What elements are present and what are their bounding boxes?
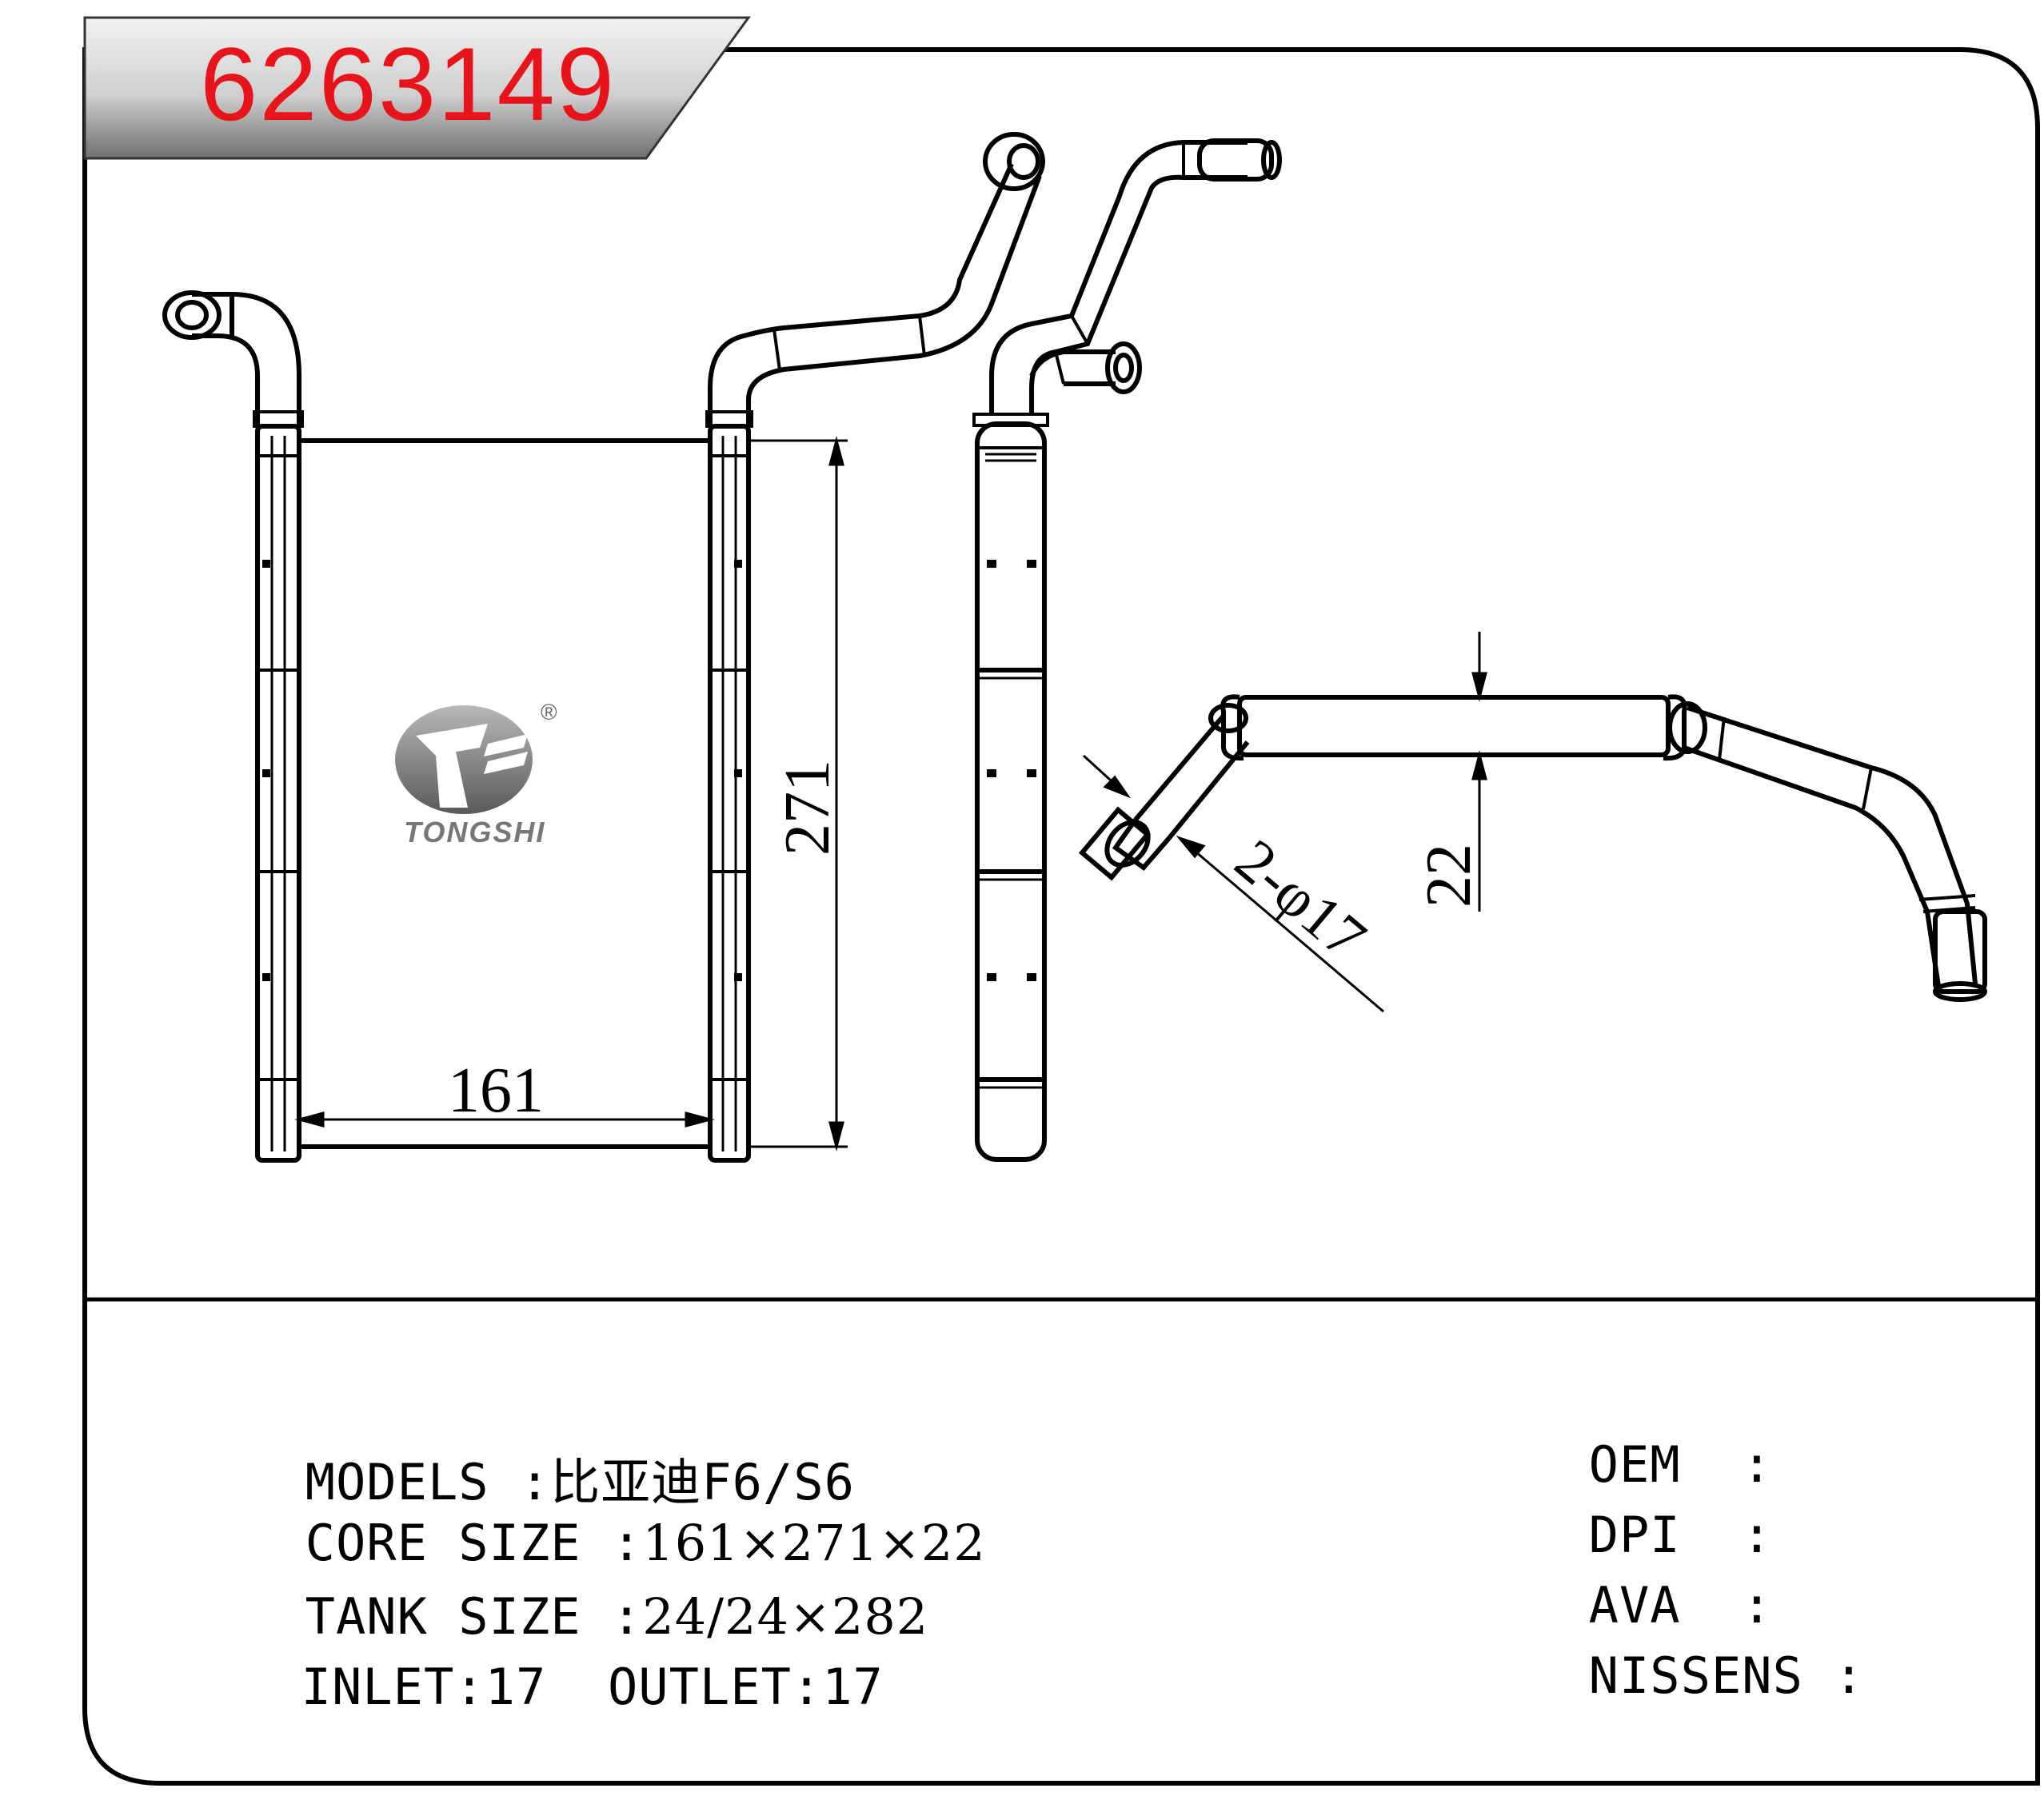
logo-brand: TONGSHI: [404, 816, 545, 848]
dimension-height: [749, 436, 848, 1151]
right-pipe: [708, 162, 1042, 426]
spec-inlet-outlet: INLET:17 OUTLET:17: [240, 1599, 884, 1716]
front-view: [162, 132, 1045, 1163]
part-number-title: 6263149: [200, 26, 617, 142]
left-pipe: [192, 292, 301, 426]
ref-ava-label: AVA :: [1588, 1576, 1773, 1634]
spec-models-label: MODELS :: [305, 1453, 551, 1511]
left-tank: [255, 424, 301, 1163]
spec-outlet-value: 17: [822, 1658, 884, 1716]
ref-dpi: DPI :: [1527, 1447, 1773, 1564]
title-banner: [83, 16, 751, 160]
dimension-width: [294, 1112, 715, 1128]
spec-core-size-value: 161×271×22: [642, 1514, 986, 1572]
top-tank: [1237, 695, 1671, 757]
left-pipe-opening: [162, 290, 222, 340]
side-tank: [975, 421, 1047, 1162]
dimension-depth: [1471, 632, 1487, 912]
core: [297, 438, 713, 1149]
side-view: [972, 138, 1282, 1162]
spec-models: MODELS :比亚迪F6/S6: [244, 1383, 855, 1514]
outlet-pipe: [1683, 705, 1978, 992]
sheet-frame: [82, 47, 2040, 1786]
dimension-depth-label: 22: [1414, 844, 1484, 908]
dimension-pipe-label: 2-φ17: [1223, 827, 1378, 972]
ref-oem-label: OEM :: [1588, 1435, 1773, 1494]
spec-core-size-label: CORE SIZE :: [305, 1514, 643, 1572]
inlet-pipe: [1133, 714, 1250, 840]
spec-core-size: CORE SIZE :161×271×22: [244, 1455, 986, 1572]
right-pipe-opening: [983, 132, 1045, 191]
top-view: [1078, 694, 1987, 1002]
inlet-opening: [1208, 703, 1248, 733]
logo-registered-mark: ®: [541, 700, 557, 724]
dimension-pipe: [1082, 754, 1384, 1013]
spec-inlet-value: 17: [485, 1658, 547, 1716]
tongshi-logo: ® TONGSHI: [395, 700, 557, 848]
ref-oem: OEM :: [1527, 1377, 1773, 1494]
spec-tank-size-label: TANK SIZE :: [305, 1587, 643, 1646]
ref-dpi-label: DPI :: [1588, 1506, 1773, 1564]
spec-inlet-label: INLET:: [301, 1658, 485, 1716]
right-tank: [708, 424, 751, 1163]
dimension-height-label: 271: [772, 760, 843, 856]
spec-outlet-label: OUTLET:: [607, 1658, 823, 1716]
spec-tank-size: TANK SIZE :24/24×282: [244, 1529, 928, 1646]
spec-tank-size-value: 24/24×282: [642, 1587, 929, 1646]
ref-nissens: NISSENS :: [1527, 1588, 1865, 1705]
spec-models-value: 比亚迪F6/S6: [550, 1453, 855, 1511]
dimension-width-label: 161: [448, 1056, 544, 1126]
ref-nissens-label: NISSENS :: [1588, 1646, 1865, 1705]
ref-ava: AVA :: [1527, 1518, 1773, 1634]
